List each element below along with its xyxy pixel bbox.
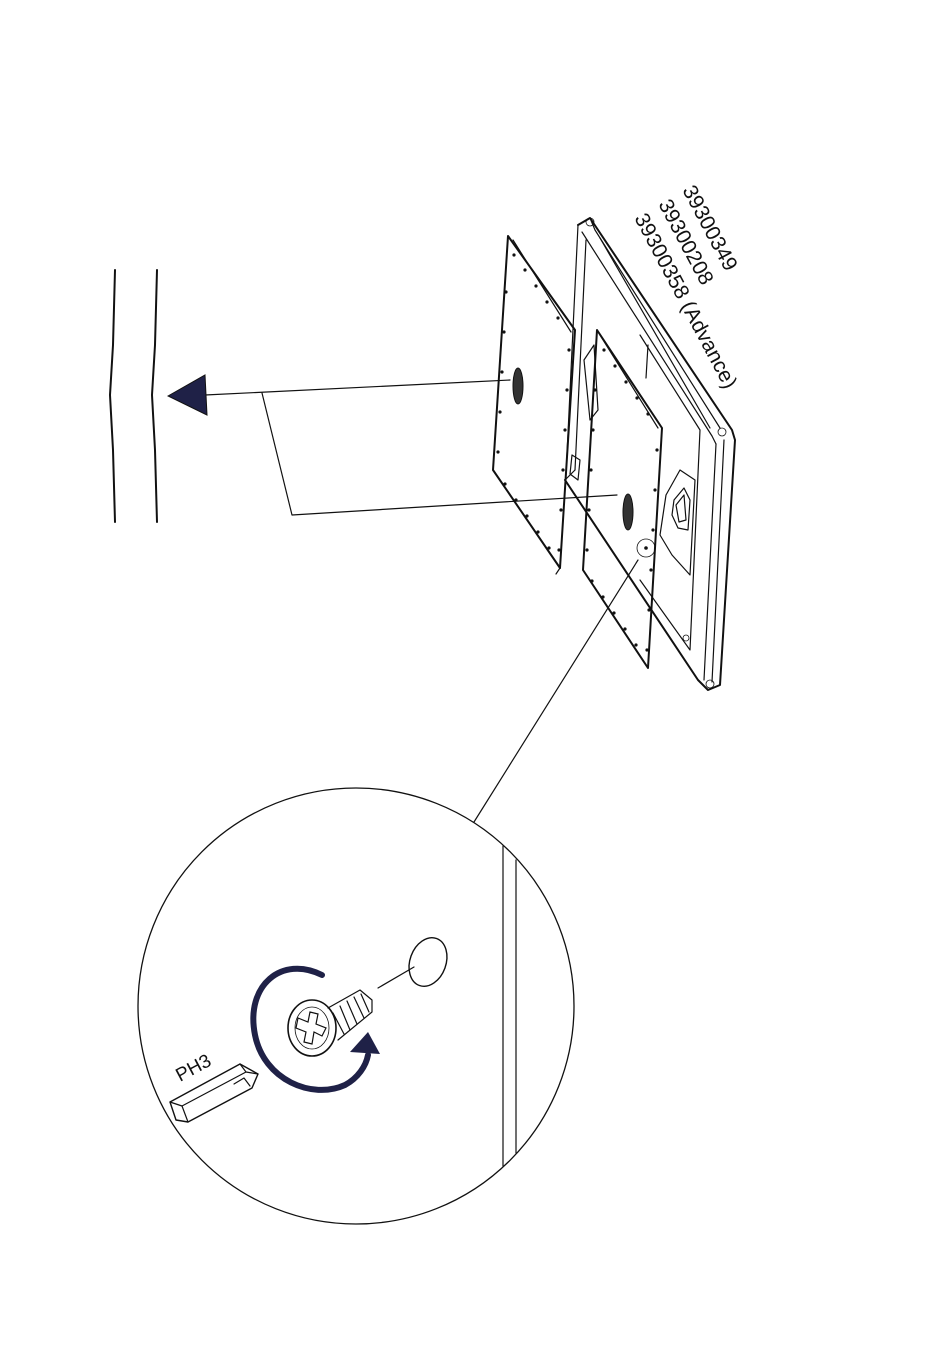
lower-back-cover <box>583 330 662 668</box>
detail-magnifier: PH3 <box>138 788 574 1224</box>
removal-arrow <box>168 375 617 515</box>
upper-back-cover <box>493 236 575 574</box>
panel-side-profile <box>110 270 157 522</box>
detail-leader-line <box>474 560 638 822</box>
upper-vent-grille <box>513 368 523 404</box>
arrow-icon <box>168 375 207 415</box>
stand-bracket <box>660 470 695 575</box>
lower-vent-grille <box>623 494 633 530</box>
